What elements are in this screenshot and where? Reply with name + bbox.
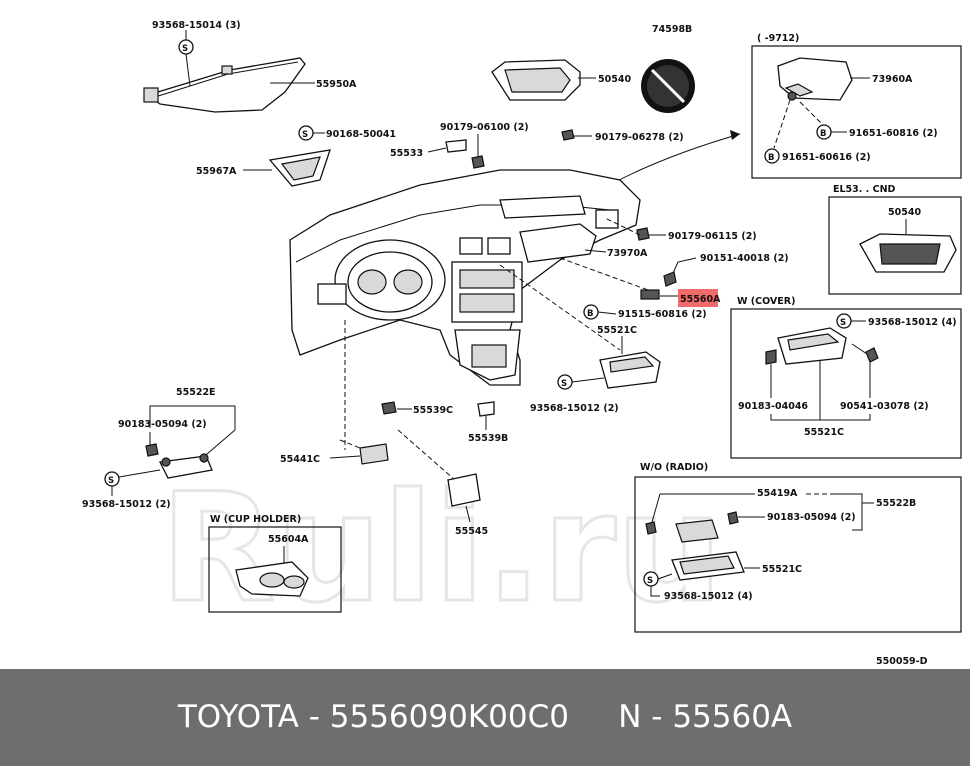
part-label-50540-el53: 50540 [888, 207, 921, 218]
part-label-90168-50041: 90168-50041 [326, 129, 396, 140]
variant-header-cover: W (COVER) [737, 296, 795, 307]
assist-grip-part [268, 149, 331, 187]
bolt-symbol-icon [764, 148, 780, 164]
sun-visor-part [143, 57, 306, 113]
part-label-93568-15012-left: 93568-15012 (2) [82, 499, 171, 510]
part-label-90183-05094-radio: 90183-05094 (2) [767, 512, 856, 523]
part-label-55545: 55545 [455, 526, 488, 537]
variant-box-cup-holder [208, 526, 342, 613]
watermark-text: Ruli.ru [160, 462, 723, 625]
part-label-55967A: 55967A [196, 166, 237, 177]
part-label-55604A: 55604A [268, 534, 309, 545]
radio-pocket-part [671, 519, 745, 581]
part-label-55522E: 55522E [176, 387, 216, 398]
exploded-parts-diagram: S 93568-15014 (3) 55950A S 90168-50041 5… [82, 20, 962, 667]
cluster-hood-part [491, 59, 581, 101]
part-label-90179-06100: 90179-06100 (2) [440, 122, 529, 133]
clip-55533 [445, 139, 467, 153]
part-label-91515-60816: 91515-60816 (2) [618, 309, 707, 320]
highlight-box [678, 289, 718, 307]
screw-symbol: S [561, 379, 567, 389]
variant-header-el53: EL53. . CND [833, 184, 896, 195]
part-label-93568-15012-radio: 93568-15012 (4) [664, 591, 753, 602]
part-label-74598B: 74598B [652, 24, 692, 35]
part-label-91651-60616: 91651-60616 (2) [782, 152, 871, 163]
part-label-90541-03078: 90541-03078 (2) [840, 401, 929, 412]
radio-bracket-cover-part [777, 327, 847, 365]
part-label-93568-15014: 93568-15014 (3) [152, 20, 241, 31]
variant-box-el53 [828, 196, 962, 295]
bracket-55522E-part [159, 453, 213, 479]
part-label-90183-04046: 90183-04046 [738, 401, 808, 412]
part-label-55521C-radio: 55521C [762, 564, 802, 575]
variant-header-cup-holder: W (CUP HOLDER) [210, 514, 301, 525]
instrument-panel-part [289, 169, 641, 386]
diagram-code: 550059-D [876, 656, 928, 667]
part-label-93568-15012: 93568-15012 (2) [530, 403, 619, 414]
part-label-55419A: 55419A [757, 488, 798, 499]
part-label-55441C: 55441C [280, 454, 320, 465]
bolt-symbol: B [820, 129, 826, 139]
part-label-55950A: 55950A [316, 79, 357, 90]
screw-symbol: S [108, 476, 114, 486]
screw-symbol: S [302, 130, 308, 140]
part-label-73970A: 73970A [607, 248, 648, 259]
part-label-55521C: 55521C [597, 325, 637, 336]
variant-header-radio: W/O (RADIO) [640, 462, 708, 473]
part-label-55560A: 55560A [680, 294, 721, 305]
part-label-90183-05094: 90183-05094 (2) [118, 419, 207, 430]
screw-symbol: S [182, 44, 188, 54]
part-label-90179-06278: 90179-06278 (2) [595, 132, 684, 143]
part-label-90179-06115: 90179-06115 (2) [668, 231, 757, 242]
variant-box-9712 [751, 45, 962, 179]
cluster-hood-el53-part [859, 233, 957, 273]
watermark-logo: Ruli.ru [159, 461, 725, 626]
part-label-55539C: 55539C [413, 405, 453, 416]
part-label-55539B: 55539B [468, 433, 508, 444]
switch-panel-part [359, 443, 389, 465]
radio-bracket-part [599, 351, 661, 389]
part-label-55522B: 55522B [876, 498, 916, 509]
glove-box-part [519, 223, 597, 263]
footer-part-number: TOYOTA - 5556090K00C0 N - 55560A [177, 699, 793, 735]
variant-box-cover [730, 308, 962, 459]
part-label-93568-15012-cover: 93568-15012 (4) [868, 317, 957, 328]
part-label-91651-60816: 91651-60816 (2) [849, 128, 938, 139]
variant-box-radio [634, 476, 962, 633]
airbag-module-part [777, 57, 853, 101]
cover-55545-part [447, 473, 481, 507]
screw-symbol: S [647, 576, 653, 586]
part-label-90151-40018: 90151-40018 (2) [700, 253, 789, 264]
screw-symbol: S [840, 318, 846, 328]
part-label-73960A: 73960A [872, 74, 913, 85]
footer-bar: TOYOTA - 5556090K00C0 N - 55560A [0, 669, 970, 766]
part-label-55533: 55533 [390, 148, 423, 159]
bolt-symbol: B [587, 309, 593, 319]
cup-holder-part [235, 561, 309, 597]
part-label-50540: 50540 [598, 74, 631, 85]
bolt-symbol: B [768, 153, 774, 163]
part-label-55521C-cover: 55521C [804, 427, 844, 438]
variant-header-9712: ( -9712) [757, 33, 799, 44]
highlighted-part-55560A [640, 289, 660, 300]
